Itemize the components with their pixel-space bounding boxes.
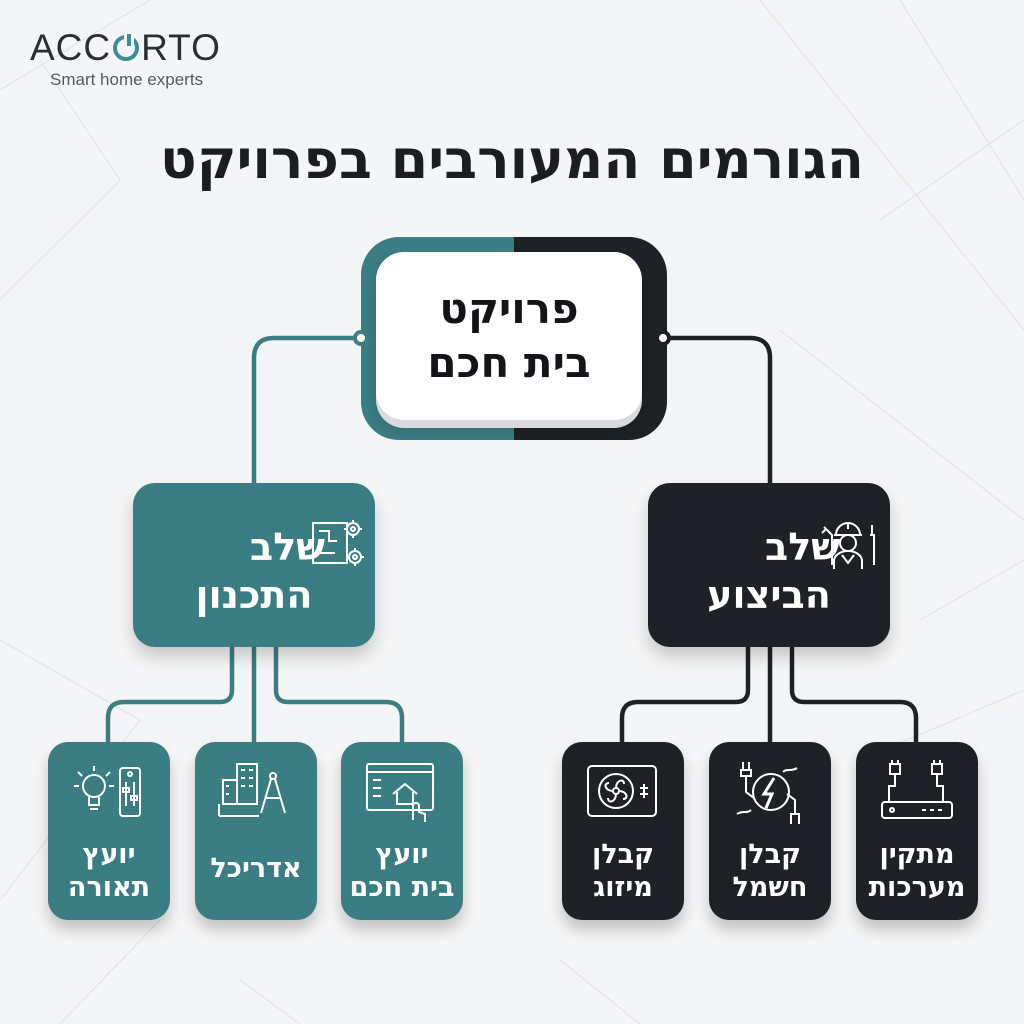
role-card-label: מתקין מערכות (868, 839, 966, 903)
lightbulb-dimmer-icon (74, 766, 141, 817)
smart-home-screen-icon (366, 763, 434, 822)
root-line-2: בית חכם (427, 338, 591, 387)
page-title: הגורמים המעורבים בפרויקט (160, 128, 864, 191)
planning-phase-label-1: שלב (250, 525, 325, 569)
planning-phase-node: שלב התכנון (133, 483, 375, 647)
root-line-1: פרויקט (439, 284, 579, 333)
connector-dot-right (655, 330, 671, 346)
role-card-label: קבלן חשמל (732, 839, 808, 903)
electric-plug-icon (736, 762, 800, 824)
role-card-label: יועץ בית חכם (349, 839, 455, 903)
planning-phase-label-2: התכנון (195, 573, 313, 617)
role-card-electrical-contractor: קבלן חשמל (709, 742, 831, 920)
execution-phase-label-2: הביצוע (707, 573, 831, 617)
role-card-label: אדריכל (210, 853, 302, 884)
power-icon (113, 31, 140, 61)
execution-phase-node: שלב הביצוע (648, 483, 890, 647)
role-card-label: יועץ תאורה (67, 839, 151, 903)
construction-worker-icon (821, 522, 875, 569)
brand-tagline: Smart home experts (50, 70, 204, 89)
role-card-lighting-consultant: יועץ תאורה (48, 742, 170, 920)
role-card-hvac-contractor: קבלן מיזוג (562, 742, 684, 920)
execution-phase-label-1: שלב (765, 525, 840, 569)
role-card-architect: אדריכל (195, 742, 317, 920)
network-router-icon (881, 760, 953, 819)
blueprint-gears-icon (312, 520, 364, 566)
role-card-systems-installer: מתקין מערכות (856, 742, 978, 920)
air-conditioner-icon (587, 765, 657, 817)
role-card-smart-home-consultant: יועץ בית חכם (341, 742, 463, 920)
architect-compass-icon (218, 763, 286, 817)
root-node: פרויקט בית חכם (376, 252, 642, 420)
role-card-label: קבלן מיזוג (592, 839, 654, 903)
connector-dot-left (353, 330, 369, 346)
